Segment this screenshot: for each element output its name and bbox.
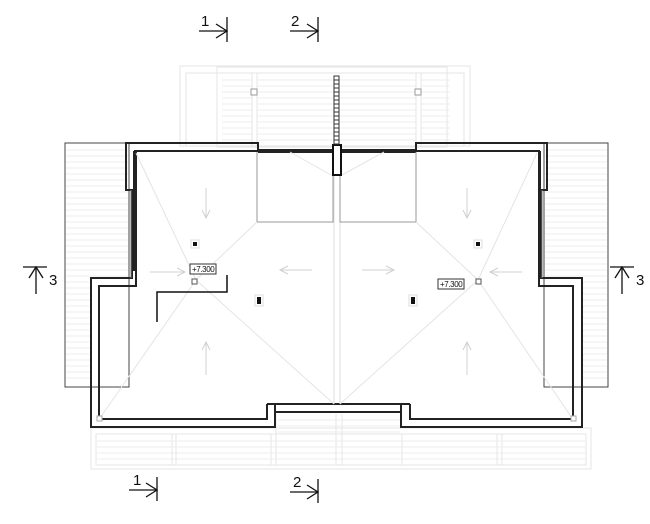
side-terrace-right <box>543 142 609 388</box>
downpipe-icon <box>570 415 577 422</box>
downpipe-icon <box>191 278 198 285</box>
downpipe-icon <box>414 88 422 96</box>
section-label: 2 <box>293 474 301 491</box>
slope-arrows <box>150 188 522 375</box>
roof-window-icon <box>408 294 418 307</box>
level-label-left: +7.300 <box>189 263 217 275</box>
roof-vent-icon <box>190 239 200 249</box>
roof-outline <box>90 142 583 428</box>
level-text: +7.300 <box>192 265 215 274</box>
roof-ladder <box>333 75 340 145</box>
section-marker-1-top: 1 <box>199 13 229 42</box>
section-marker-1-bottom: 1 <box>129 472 159 501</box>
roof-fixtures <box>96 239 577 422</box>
section-label: 1 <box>201 13 209 30</box>
roof-vent-icon <box>473 239 483 249</box>
chimney <box>332 75 342 176</box>
stair-opening-outline <box>156 275 228 322</box>
roof-window-icon <box>254 294 264 307</box>
section-marker-3-right: 3 <box>610 265 644 294</box>
section-marker-2-top: 2 <box>290 13 320 42</box>
downpipe-icon <box>96 415 103 422</box>
side-terrace-left <box>64 142 130 388</box>
roof-lines <box>99 151 573 419</box>
level-label-right: +7.300 <box>437 278 465 290</box>
section-label: 3 <box>49 272 57 289</box>
downpipe-icon <box>475 278 482 285</box>
section-label: 1 <box>133 472 141 489</box>
section-label: 3 <box>636 272 644 289</box>
level-text: +7.300 <box>440 280 463 289</box>
lower-floor-outline-top <box>179 65 471 148</box>
section-label: 2 <box>291 13 299 30</box>
lower-floor-outline-bottom <box>90 414 592 470</box>
downpipe-icon <box>250 88 258 96</box>
section-marker-2-bottom: 2 <box>290 474 320 503</box>
section-marker-3-left: 3 <box>23 265 57 294</box>
